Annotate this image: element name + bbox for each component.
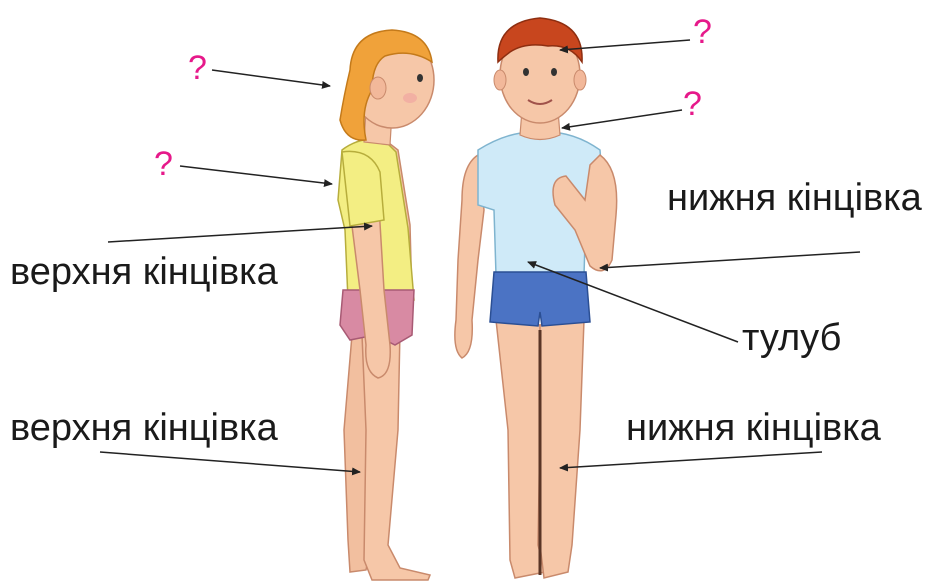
label-girl-upper-limb: верхня кінцівка: [10, 252, 278, 292]
label-boy-arm: нижня кінцівка: [667, 178, 922, 218]
boy-figure: [455, 18, 617, 578]
question-mark-girl-shoulder: ?: [154, 146, 173, 182]
pointer-girl-leg: [100, 452, 360, 472]
pointer-girl-shoulder: [180, 166, 332, 184]
label-boy-torso: тулуб: [742, 318, 841, 358]
pointer-girl-arm: [108, 226, 372, 242]
pointer-boy-arm: [600, 252, 860, 268]
label-boy-leg: нижня кінцівка: [626, 408, 881, 448]
pointer-boy-neck: [562, 110, 682, 128]
pointer-girl-head: [212, 70, 330, 86]
boy-right-leg: [540, 320, 584, 578]
pointer-boy-leg: [560, 452, 822, 468]
question-mark-girl-head: ?: [188, 50, 207, 86]
question-mark-boy-head: ?: [693, 14, 712, 50]
question-mark-boy-neck: ?: [683, 86, 702, 122]
boy-left-leg: [496, 320, 545, 578]
girl-figure: [338, 30, 434, 580]
label-girl-lower-limb: верхня кінцівка: [10, 408, 278, 448]
